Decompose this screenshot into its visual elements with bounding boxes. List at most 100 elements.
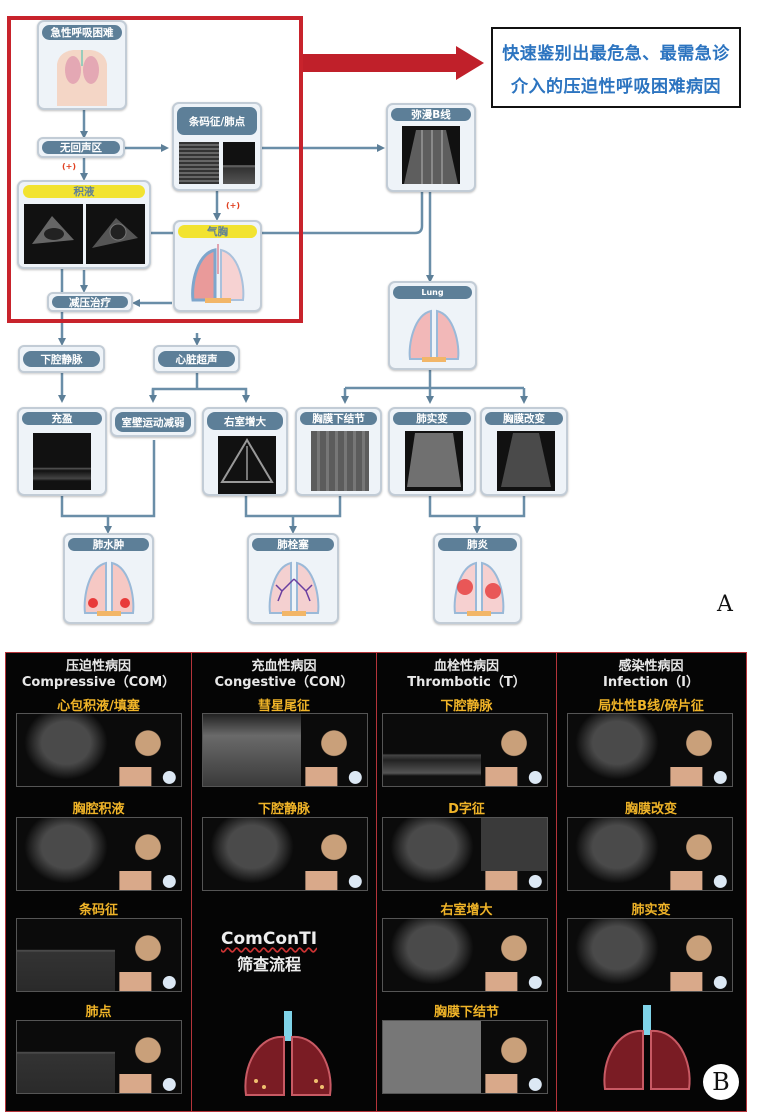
red-arrow-shaft xyxy=(303,54,458,72)
lungs-icon xyxy=(244,1011,332,1096)
positive-marker: (+) xyxy=(62,162,77,171)
compressive-highlight-frame xyxy=(7,16,303,323)
finding-label: 胸膜下结节 xyxy=(433,1005,499,1020)
node-label: 积液 xyxy=(23,185,145,198)
finding-image-tile xyxy=(16,1020,182,1094)
callout-line-2: 介入的压迫性呼吸困难病因 xyxy=(511,76,721,97)
line-to-embolism xyxy=(244,496,342,531)
line-to-pneumonia xyxy=(428,496,526,531)
finding-image-tile xyxy=(16,713,182,787)
finding-label: 肺实变 xyxy=(631,903,671,918)
node-label: 减压治疗 xyxy=(52,296,128,309)
node-label: 气胸 xyxy=(178,225,257,238)
finding-image-tile xyxy=(382,1020,548,1094)
node-effusion[interactable]: 积液 xyxy=(17,180,151,269)
node-barcode-lung-point[interactable]: 条码征/肺点 xyxy=(172,102,262,191)
node-label: 无回声区 xyxy=(42,141,120,154)
finding-image-tile xyxy=(16,817,182,891)
finding-label: 右室增大 xyxy=(440,903,493,918)
node-pneumothorax[interactable]: 气胸 xyxy=(173,220,262,312)
finding-label: 胸腔积液 xyxy=(72,802,125,817)
nodule-image xyxy=(311,431,369,491)
rv-echo-image xyxy=(218,436,276,494)
node-label: 下腔静脉 xyxy=(23,351,100,367)
comconti-title: ComConTI xyxy=(220,929,318,949)
callout-line-1: 快速鉴别出最危急、最需急诊 xyxy=(502,43,730,64)
finding-image-tile xyxy=(382,918,548,992)
node-echocardiography[interactable]: 心脏超声 xyxy=(153,345,240,373)
node-label: 肺炎 xyxy=(438,538,517,551)
finding-label: 下腔静脉 xyxy=(440,699,493,714)
node-wall-motion[interactable]: 室壁运动减弱 xyxy=(110,407,196,437)
column-congestive: 充血性病因 Congestive（CON） 彗星尾征 下腔静脉 ComConTI… xyxy=(192,653,377,1111)
node-consolidation[interactable]: 肺实变 xyxy=(388,407,476,496)
node-anechoic-zone[interactable]: 无回声区 xyxy=(37,137,125,158)
node-pulmonary-edema[interactable]: 肺水肿 xyxy=(63,533,154,624)
node-label: 室壁运动减弱 xyxy=(115,412,191,432)
node-ivc-full[interactable]: 充盈 xyxy=(17,407,107,496)
finding-label: 下腔静脉 xyxy=(257,802,310,817)
finding-label: 局灶性B线/碎片征 xyxy=(598,699,704,714)
column-title-en: Congestive（CON） xyxy=(214,675,354,690)
node-label: 条码征/肺点 xyxy=(177,107,257,135)
finding-image-tile xyxy=(567,713,733,787)
panel-b-label: B xyxy=(703,1064,739,1100)
finding-label: 胸膜改变 xyxy=(624,802,677,817)
column-compressive: 压迫性病因 Compressive（COM） 心包积液/填塞 胸腔积液 条码征 … xyxy=(6,653,192,1111)
node-decompression[interactable]: 减压治疗 xyxy=(47,292,133,312)
node-pneumonia[interactable]: 肺炎 xyxy=(433,533,522,624)
node-pulmonary-embolism[interactable]: 肺栓塞 xyxy=(247,533,339,624)
torso-lungs-icon xyxy=(57,50,107,106)
finding-label: D字征 xyxy=(448,802,485,817)
column-title-en: Compressive（COM） xyxy=(21,675,176,690)
finding-image-tile xyxy=(567,918,733,992)
finding-label: 条码征 xyxy=(78,903,118,918)
node-label: 急性呼吸困难 xyxy=(42,25,122,40)
node-label: 心脏超声 xyxy=(158,351,235,367)
finding-image-tile xyxy=(16,918,182,992)
node-label: 右室增大 xyxy=(207,412,283,430)
node-acute-dyspnea[interactable]: 急性呼吸困难 xyxy=(37,20,127,110)
node-diffuse-b-lines[interactable]: 弥漫B线 xyxy=(386,103,476,192)
panel-b: 压迫性病因 Compressive（COM） 心包积液/填塞 胸腔积液 条码征 … xyxy=(5,652,747,1112)
node-label: 胸膜改变 xyxy=(485,412,563,425)
node-pleural-change[interactable]: 胸膜改变 xyxy=(480,407,568,496)
node-lung[interactable]: Lung xyxy=(388,281,477,370)
node-label: 胸膜下结节 xyxy=(300,412,377,425)
column-title-cn: 压迫性病因 xyxy=(65,659,131,674)
comconti-subtitle: 筛查流程 xyxy=(236,955,301,974)
embolism-lungs-icon xyxy=(268,561,320,616)
column-title-cn: 感染性病因 xyxy=(618,659,684,674)
red-arrow-head xyxy=(456,46,484,80)
panel-a-label: A xyxy=(717,592,733,617)
finding-label: 心包积液/填塞 xyxy=(57,699,140,714)
node-subpleural-nodule[interactable]: 胸膜下结节 xyxy=(295,407,382,496)
finding-image-tile xyxy=(567,817,733,891)
finding-image-tile xyxy=(382,713,548,787)
column-thrombotic: 血栓性病因 Thrombotic（T） 下腔静脉 D字征 右室增大 胸膜下结节 xyxy=(377,653,557,1111)
finding-image-tile xyxy=(382,817,548,891)
node-label: 弥漫B线 xyxy=(391,108,471,121)
consolidation-image xyxy=(405,431,463,491)
finding-label: 彗星尾征 xyxy=(257,699,310,714)
normal-lungs-icon xyxy=(408,309,460,362)
edema-lungs-icon xyxy=(83,561,135,616)
column-title-en: Thrombotic（T） xyxy=(407,675,526,690)
ivc-image xyxy=(33,433,91,490)
column-title-cn: 血栓性病因 xyxy=(433,659,499,674)
lung-point-image xyxy=(223,142,255,184)
b-lines-image xyxy=(402,126,460,184)
node-rv-enlarged[interactable]: 右室增大 xyxy=(202,407,288,496)
node-ivc[interactable]: 下腔静脉 xyxy=(18,345,105,373)
pleural-image xyxy=(497,431,555,491)
column-title-en: Infection（I） xyxy=(603,675,699,690)
finding-label: 肺点 xyxy=(85,1005,112,1020)
finding-image-tile xyxy=(202,713,368,787)
node-label: Lung xyxy=(393,286,472,299)
positive-marker: (+) xyxy=(226,201,241,210)
column-title-cn: 充血性病因 xyxy=(251,659,317,674)
node-label: 充盈 xyxy=(22,412,102,425)
line-to-edema xyxy=(60,440,156,531)
node-label: 肺水肿 xyxy=(68,538,149,551)
line-echo-split xyxy=(151,373,246,400)
